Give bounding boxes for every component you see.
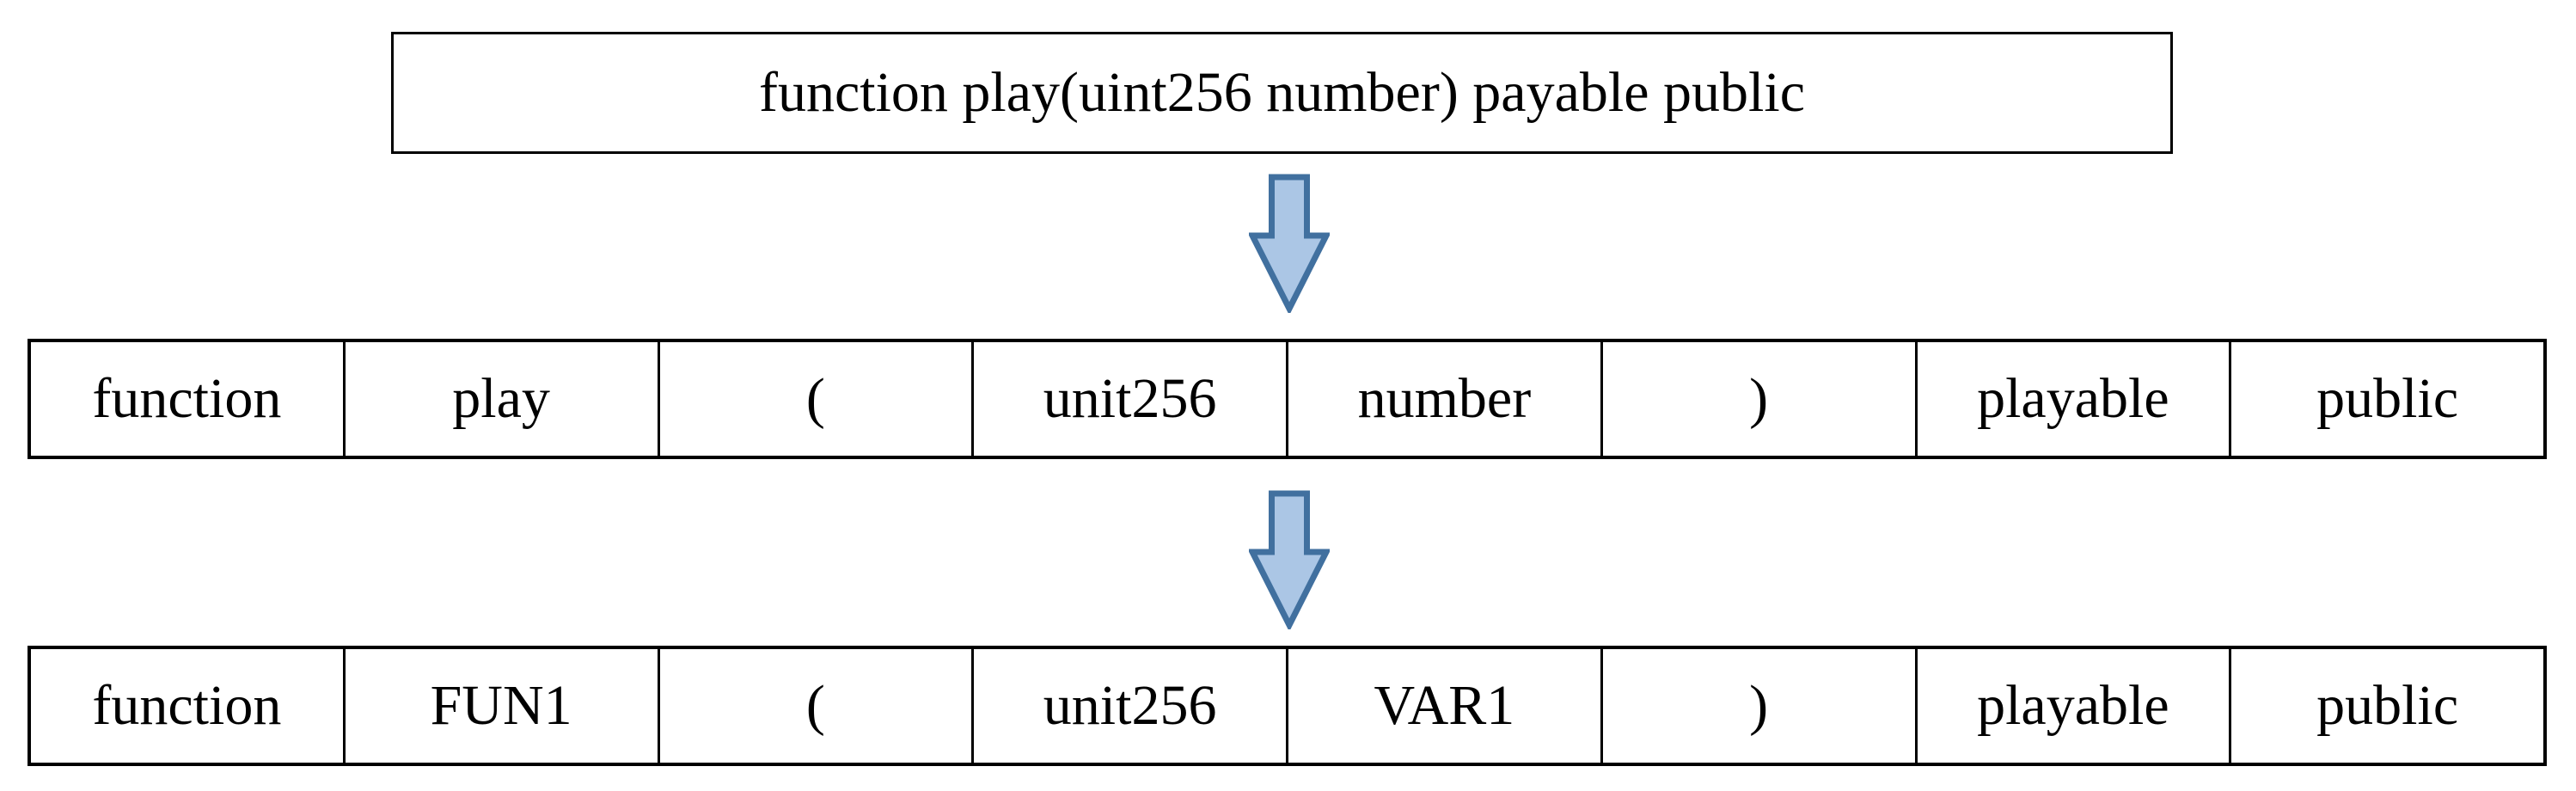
token-cell: VAR1: [1286, 649, 1600, 763]
token-cell: public: [2229, 342, 2543, 456]
token-cell: number: [1286, 342, 1600, 456]
token-cell: playable: [1914, 649, 2230, 763]
token-row-normalized: function FUN1 ( unit256 VAR1 ) playable …: [28, 646, 2547, 766]
down-arrow-shape: [1249, 174, 1330, 313]
token-cell: function: [92, 367, 282, 430]
token-cell: play: [342, 342, 658, 456]
down-arrow-icon: [1249, 174, 1330, 313]
token-cell: (: [657, 342, 972, 456]
token-cell: unit256: [971, 342, 1286, 456]
source-code-box: function play(uint256 number) payable pu…: [391, 32, 2173, 154]
token-cell: public: [2229, 649, 2543, 763]
token-cell: unit256: [971, 649, 1286, 763]
token-cell: ): [1600, 649, 1915, 763]
token-cell: function: [92, 674, 282, 737]
token-cell: playable: [1914, 342, 2230, 456]
token-row-tokenized: function play ( unit256 number ) playabl…: [28, 339, 2547, 459]
source-code-text: function play(uint256 number) payable pu…: [758, 61, 1805, 124]
token-cell: ): [1600, 342, 1915, 456]
token-cell: (: [657, 649, 972, 763]
down-arrow-icon: [1249, 490, 1330, 629]
token-cell: FUN1: [342, 649, 658, 763]
down-arrow-shape: [1249, 490, 1330, 629]
